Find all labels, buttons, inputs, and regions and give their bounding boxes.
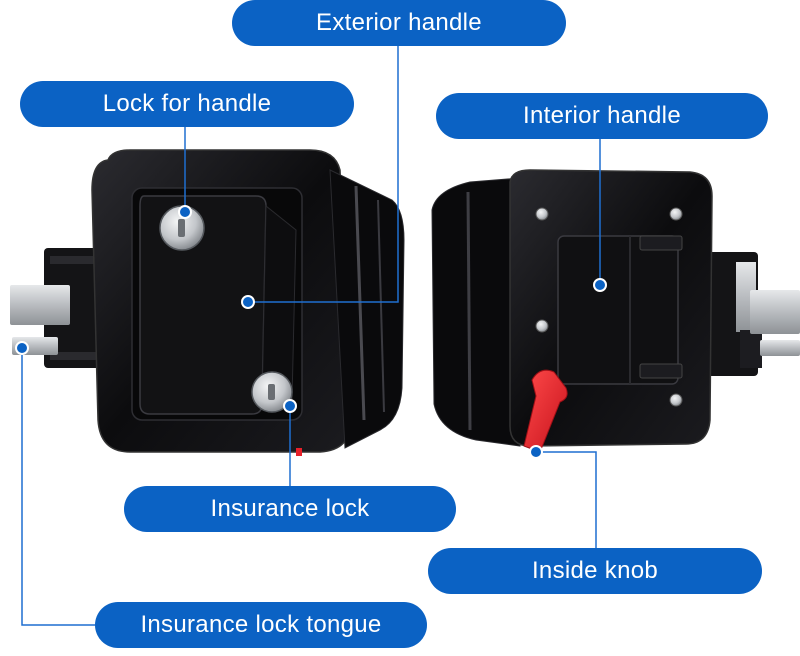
latch-bolt xyxy=(10,285,70,325)
label-insurance-lock: Insurance lock xyxy=(124,486,456,532)
leader-exterior-handle xyxy=(248,46,399,303)
leader-insurance-lock-tongue xyxy=(21,348,95,626)
leader-inside-knob xyxy=(536,451,597,548)
label-lock-for-handle: Lock for handle xyxy=(20,81,354,127)
exterior-handle-paddle xyxy=(139,195,267,415)
interior-latch xyxy=(431,169,800,453)
marker-insurance-lock xyxy=(283,399,297,413)
leader-lines xyxy=(21,46,601,626)
interior-latch-bolt xyxy=(750,290,800,334)
marker-exterior-handle xyxy=(241,295,255,309)
label-insurance-lock-tongue: Insurance lock tongue xyxy=(95,602,427,648)
marker-insurance-lock-tongue xyxy=(15,341,29,355)
inside-knob-red xyxy=(523,369,568,453)
marker-inside-knob xyxy=(529,445,543,459)
exterior-latch xyxy=(10,149,405,456)
marker-dots xyxy=(15,205,607,459)
interior-handle-body xyxy=(557,235,679,385)
label-interior-handle: Interior handle xyxy=(436,93,768,139)
label-inside-knob: Inside knob xyxy=(428,548,762,594)
label-exterior-handle: Exterior handle xyxy=(232,0,566,46)
marker-lock-for-handle xyxy=(178,205,192,219)
marker-interior-handle xyxy=(593,278,607,292)
